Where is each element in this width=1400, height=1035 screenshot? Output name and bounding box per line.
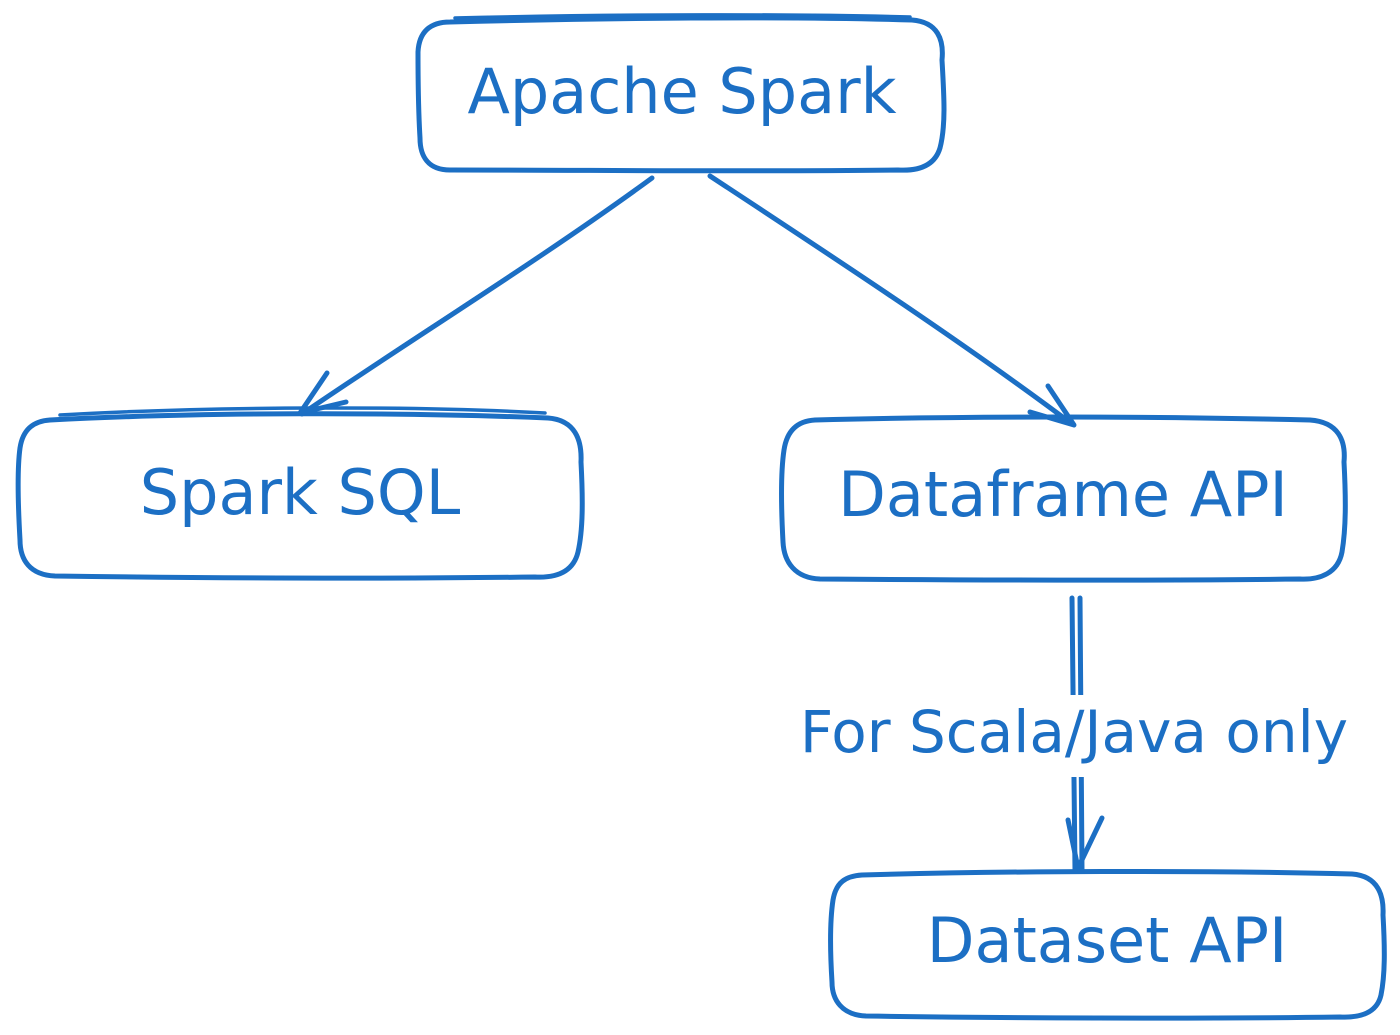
edge-apache-spark-to-spark-sql: [297, 175, 655, 417]
edge-apache-spark-to-dataframe-api: [707, 173, 1077, 428]
edge-apache-spark-to-dataframe-api-line-sketch: [714, 178, 1068, 422]
node-apache-spark-border: [415, 15, 947, 174]
edge-apache-spark-to-dataframe-api-arrowhead: [1027, 383, 1077, 428]
edge-dataframe-to-dataset-label: For Scala/Java only: [800, 698, 1348, 766]
node-dataframe-api[interactable]: Dataframe API: [779, 414, 1348, 583]
edge-dataframe-to-dataset-label-background: [780, 695, 1370, 777]
node-apache-spark-label: Apache Spark: [467, 55, 896, 128]
node-dataset-api-label: Dataset API: [927, 904, 1288, 977]
node-spark-sql-label: Spark SQL: [140, 456, 461, 529]
node-spark-sql-border: [15, 411, 585, 581]
edge-dataframe-to-dataset-arrowhead: [1065, 815, 1105, 871]
node-dataset-api-border: [828, 868, 1387, 1021]
edge-apache-spark-to-spark-sql-line-sketch: [306, 181, 648, 412]
node-spark-sql[interactable]: Spark SQL: [15, 406, 585, 581]
node-apache-spark[interactable]: Apache Spark: [415, 13, 947, 174]
node-dataset-api[interactable]: Dataset API: [828, 868, 1387, 1021]
edge-apache-spark-to-spark-sql-arrowhead: [297, 370, 349, 416]
node-apache-spark-sketch-line: [453, 13, 912, 20]
edge-dataframe-to-dataset: For Scala/Java only: [780, 595, 1370, 873]
node-dataframe-api-border: [779, 414, 1348, 583]
node-dataframe-api-label: Dataframe API: [838, 458, 1288, 531]
